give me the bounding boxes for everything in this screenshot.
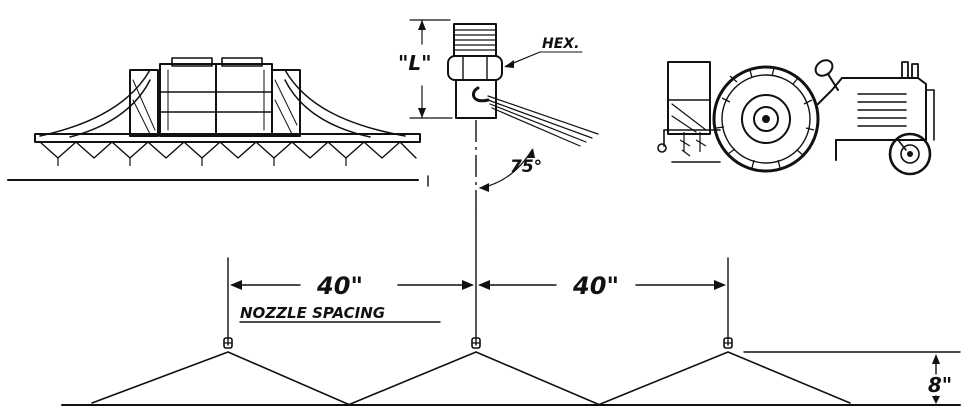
- nozzle-spacing-label: NOZZLE SPACING: [240, 304, 385, 322]
- nozzle-1: [223, 337, 233, 349]
- angle-label: 75°: [510, 157, 542, 177]
- height-label: 8": [928, 373, 952, 397]
- hex-label: HEX.: [542, 36, 579, 52]
- rear-view-sprayer: [7, 57, 421, 181]
- nozzle-3: [723, 337, 733, 349]
- spacing-left-label: 40": [316, 272, 363, 300]
- spacing-right-label: 40": [572, 272, 619, 300]
- length-label: "L": [398, 51, 432, 75]
- nozzle-detail: "L" HEX. 75°: [398, 19, 599, 210]
- nozzle-2: [471, 337, 481, 349]
- tractor-side-view: [657, 59, 935, 176]
- nozzle-spacing-diagram: 40" 40" NOZZLE SPACING: [61, 209, 961, 406]
